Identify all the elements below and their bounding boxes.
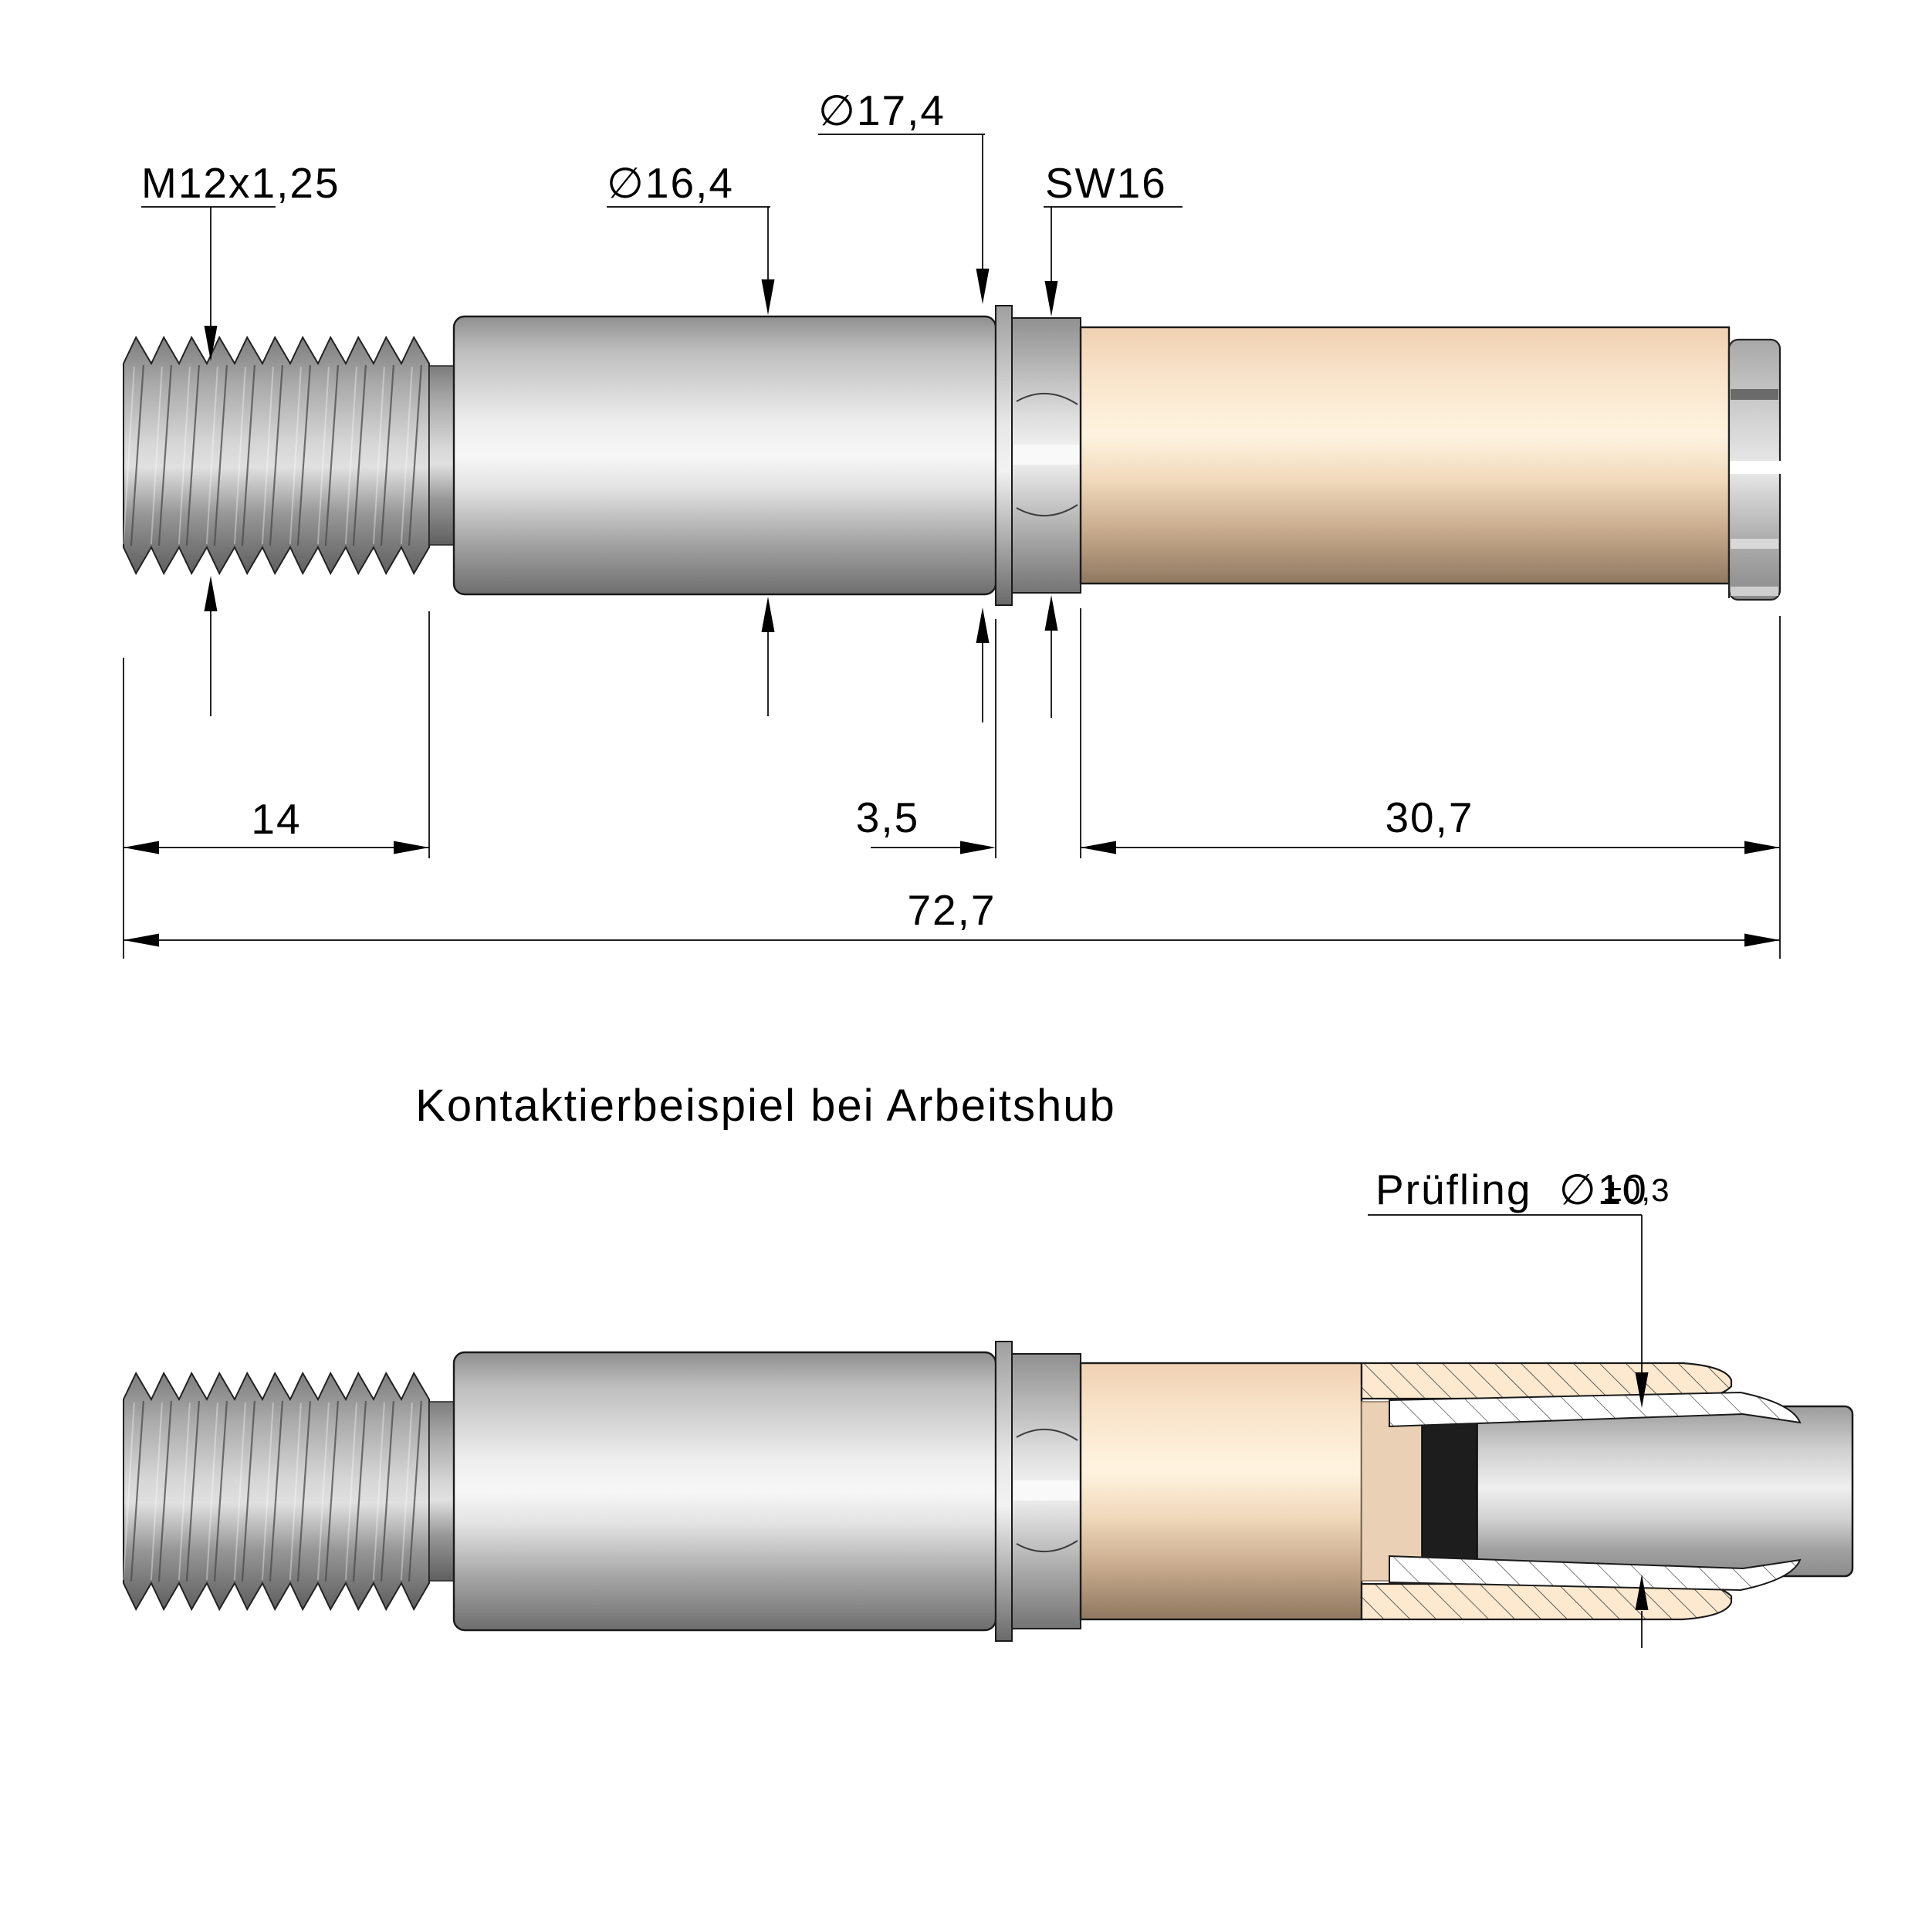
thread-spec-label: M12x1,25: [141, 159, 340, 207]
sleeve-length-dim: 30,7: [1385, 793, 1474, 841]
dimension-lines: [123, 134, 1781, 959]
probe-body: [452, 1351, 997, 1632]
probe-side-view: [122, 305, 1781, 606]
flange-washer: [995, 305, 1013, 606]
specimen-tolerance: ±0,3: [1604, 1172, 1670, 1208]
specimen-label: Prüfling ∅10: [1375, 1166, 1648, 1213]
total-length-dim: 72,7: [907, 886, 996, 934]
top-view: M12x1,25 ∅16,4 ∅17,4 SW16 14 3,5 30,7 72…: [122, 86, 1781, 959]
thread-neck: [428, 1401, 455, 1582]
probe-contacting-example: [122, 1341, 1854, 1642]
bottom-view-texts: Prüfling ∅10 ±0,3: [1375, 1166, 1670, 1213]
collar-length-dim: 3,5: [856, 793, 919, 841]
hex-nut: [1011, 1353, 1081, 1629]
section-collet-finger-top: [1389, 1391, 1802, 1428]
top-view-texts: M12x1,25 ∅16,4 ∅17,4 SW16 14 3,5 30,7 72…: [141, 86, 1474, 934]
thread-helix-lines: [122, 364, 422, 546]
thread-length-dim: 14: [251, 795, 301, 843]
probe-body: [452, 315, 997, 596]
thread-neck: [428, 365, 455, 546]
specimen-leader: [1368, 1214, 1643, 1648]
insulator-sleeve: [1079, 326, 1731, 585]
thread-helix-lines: [122, 1400, 422, 1582]
flange-diameter-label: ∅17,4: [818, 86, 946, 134]
hex-nut: [1011, 317, 1081, 594]
body-diameter-label: ∅16,4: [607, 159, 734, 207]
specimen-rod: [1471, 1405, 1854, 1578]
collet-tip: [1727, 338, 1781, 601]
wrench-size-label: SW16: [1045, 159, 1167, 207]
sleeve-bore: [1361, 1401, 1424, 1582]
bottom-view: Kontaktierbeispiel bei Arbeitshub: [122, 1081, 1854, 1648]
section-collet-finger-bottom: [1389, 1555, 1802, 1592]
insulator-sleeve: [1079, 1362, 1363, 1621]
flange-washer: [995, 1341, 1013, 1642]
section-title: Kontaktierbeispiel bei Arbeitshub: [415, 1081, 1116, 1131]
